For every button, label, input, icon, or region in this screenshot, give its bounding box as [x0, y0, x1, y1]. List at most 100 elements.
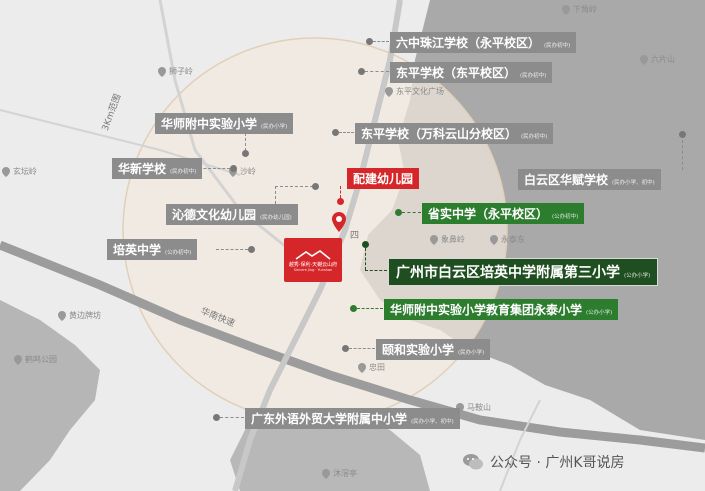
leader-line: [194, 168, 230, 169]
school-label-dongping[interactable]: 东平学校（东平校区）(民办初中): [390, 62, 553, 83]
school-label-huafu[interactable]: 白云区华赋学校(民办小学、初中): [518, 169, 661, 190]
school-label-huaxin[interactable]: 华新学校(民办初中): [112, 158, 203, 179]
road-mark: 四: [350, 231, 360, 241]
map-pin-icon: [562, 4, 570, 15]
school-label-yongtai-primary[interactable]: 华师附中实验小学教育集团永泰小学(公办小学): [384, 299, 619, 320]
poi-heming-park[interactable]: 鹤鸣公园: [14, 354, 57, 365]
poi-maanshan[interactable]: 马鞍山: [456, 402, 491, 413]
poi-xiajiaoling[interactable]: 下角岭: [562, 4, 597, 15]
school-marker[interactable]: [358, 68, 365, 75]
map-pin-icon: [58, 310, 66, 321]
watermark: 公众号 · 广州K哥说房: [462, 452, 625, 472]
poi-label: 六片山: [651, 55, 675, 64]
school-name: 六中珠江学校（永平校区）: [396, 36, 541, 50]
school-type: (民办初中): [170, 169, 197, 175]
school-name: 广州市白云区培英中学附属第三小学: [396, 265, 620, 281]
leader-line: [339, 132, 354, 133]
poi-label: 永泰东: [501, 235, 525, 244]
school-marker[interactable]: [248, 246, 255, 253]
project-badge[interactable]: 越秀·保利·天樾云山府 Sincere Jing · Yunshan: [284, 238, 342, 282]
school-type: (民办小学、初中): [612, 180, 655, 186]
map-pin-icon: [385, 86, 393, 97]
watermark-text: 公众号 · 广州K哥说房: [490, 455, 625, 471]
school-name: 颐和实验小学: [382, 343, 455, 357]
poi-label: 下角岭: [573, 5, 597, 14]
school-type: (民办初中): [520, 73, 547, 79]
school-label-huashi-shiyan[interactable]: 华师附中实验小学(民办小学): [155, 113, 294, 134]
school-label-dongping-vanke[interactable]: 东平学校（万科云山分校区）(民办初中): [355, 123, 554, 144]
project-location-pin-icon[interactable]: [332, 212, 346, 232]
school-type: (公办小学): [624, 273, 651, 279]
poi-label: 狮子岭: [169, 67, 193, 76]
map-pin-icon: [2, 166, 10, 177]
poi-dongping-plaza[interactable]: 东平文化广场: [385, 86, 444, 97]
wechat-icon: [463, 454, 483, 470]
school-label-peiying[interactable]: 培英中学(公办初中): [107, 239, 198, 260]
school-name: 省实中学（永平校区）: [428, 207, 549, 221]
school-name: 沁德文化幼儿园: [172, 208, 257, 222]
poi-yongtaidong[interactable]: 永泰东: [490, 234, 525, 245]
school-marker[interactable]: [350, 305, 357, 312]
map-pin-icon: [158, 66, 166, 77]
school-label-liuzhong-zhujiang[interactable]: 六中珠江学校（永平校区）(民办初中): [390, 32, 577, 53]
school-marker[interactable]: [366, 38, 373, 45]
minor-road-3: [499, 399, 541, 491]
poi-label: 鹤鸣公园: [25, 355, 57, 364]
school-name: 东平学校（东平校区）: [396, 66, 517, 80]
leader-line: [682, 140, 683, 170]
poi-label: 东平文化广场: [396, 87, 444, 96]
school-label-shengshi[interactable]: 省实中学（永平校区）(公办初中): [422, 203, 585, 224]
terrain-south: [230, 410, 430, 491]
poi-label: 马鞍山: [467, 403, 491, 412]
school-type: (民办小学): [261, 124, 288, 130]
school-type: (民办初中): [521, 134, 548, 140]
poi-label: 黄边牌坊: [69, 311, 101, 320]
school-marker[interactable]: [332, 129, 339, 136]
school-label-peijian-kindergarten[interactable]: 配建幼儿园: [347, 168, 420, 189]
poi-shiziling[interactable]: 狮子岭: [158, 66, 193, 77]
leader-line: [216, 249, 248, 250]
map-pin-icon: [430, 234, 438, 245]
poi-xuantanling[interactable]: 玄坛岭: [2, 166, 37, 177]
school-name: 东平学校（万科云山分校区）: [361, 127, 518, 141]
school-label-qinde[interactable]: 沁德文化幼儿园(民办幼儿园): [166, 204, 298, 225]
school-label-gdufs-affiliated[interactable]: 广东外语外贸大学附属中小学(民办小学、初中): [245, 408, 460, 429]
leader-line: [365, 270, 387, 271]
school-marker[interactable]: [395, 209, 402, 216]
poi-label: 忠田: [369, 363, 385, 372]
leader-line: [365, 71, 389, 72]
school-marker[interactable]: [679, 131, 686, 138]
school-name: 培英中学: [113, 243, 162, 257]
project-logo-icon: [295, 249, 331, 260]
poi-mujiaoting[interactable]: 沐滘亭: [322, 468, 357, 479]
school-marker[interactable]: [213, 414, 220, 421]
school-marker[interactable]: [312, 183, 319, 190]
school-name: 广东外语外贸大学附属中小学: [251, 412, 408, 426]
school-type: (公办初中): [552, 214, 579, 220]
map-pin-icon: [322, 468, 330, 479]
school-marker[interactable]: [230, 165, 237, 172]
school-marker[interactable]: [242, 150, 249, 157]
school-type: (民办小学、初中): [411, 419, 454, 425]
school-marker[interactable]: [362, 241, 369, 248]
project-name: 越秀·保利·天樾云山府: [288, 261, 338, 268]
school-label-yihe[interactable]: 颐和实验小学(民办小学): [376, 339, 491, 360]
school-type: (公办初中): [165, 250, 192, 256]
school-marker[interactable]: [342, 345, 349, 352]
poi-xiangbiling[interactable]: 象鼻岭: [430, 234, 465, 245]
poi-huangbian[interactable]: 黄边牌坊: [58, 310, 101, 321]
leader-line: [220, 417, 244, 418]
school-type: (民办幼儿园): [260, 215, 292, 221]
poi-liupianshan[interactable]: 六片山: [640, 54, 675, 65]
leader-line: [373, 41, 389, 42]
school-label-peiying-third-primary[interactable]: 广州市白云区培英中学附属第三小学 (公办小学): [388, 258, 659, 286]
map-pin-icon: [640, 54, 648, 65]
leader-line: [349, 348, 375, 349]
poi-label: 象鼻岭: [441, 235, 465, 244]
poi-zhongtian[interactable]: 忠田: [358, 362, 385, 373]
school-name: 华师附中实验小学: [161, 117, 258, 131]
expressway: [0, 240, 705, 453]
poi-label: 沙岭: [240, 167, 256, 176]
school-marker[interactable]: [337, 198, 344, 205]
